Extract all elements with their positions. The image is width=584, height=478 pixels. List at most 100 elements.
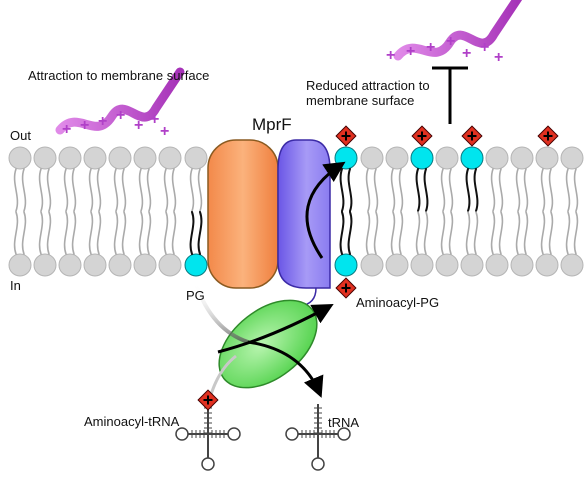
lipid-tail [96, 168, 102, 212]
lipid-head [560, 146, 584, 170]
lipid-tail [189, 168, 195, 212]
lipid-tail [138, 168, 144, 212]
lipid-tail [347, 211, 353, 255]
positive-charge: + [62, 121, 71, 138]
in-label: In [10, 278, 21, 293]
lipid-head [485, 146, 509, 170]
lipid-head [8, 146, 32, 170]
aminoacyl-trna-icon [175, 404, 241, 471]
lipid-tail [113, 211, 119, 255]
lipid-tail [423, 211, 429, 255]
lipid-head [33, 146, 57, 170]
lipid-tail [415, 211, 421, 255]
positive-charge: + [134, 117, 143, 134]
lipid-tail [415, 168, 421, 212]
lipid-tail [540, 168, 546, 212]
positive-charge: + [150, 111, 159, 128]
trna-label: tRNA [328, 415, 359, 430]
lipid-tail [398, 211, 404, 255]
lipid-head [8, 253, 32, 277]
lipid-tail [390, 211, 396, 255]
lipid-head [83, 253, 107, 277]
lipid-head [360, 253, 384, 277]
lipid-head [410, 253, 434, 277]
lipid-tail [163, 211, 169, 255]
trna-loop [311, 457, 325, 471]
lipid-head [510, 146, 534, 170]
positive-charge: + [386, 47, 395, 64]
pg-head [184, 253, 208, 277]
trna-loop [227, 427, 241, 441]
lipid-head [535, 146, 559, 170]
lipid-head [435, 253, 459, 277]
lipid-tail [565, 211, 571, 255]
lipid-head [108, 253, 132, 277]
lipid-tail [163, 168, 169, 212]
lipid-head [133, 253, 157, 277]
lipid-tail [171, 211, 177, 255]
peptide-ribbon [393, 0, 523, 61]
lipid-tail [473, 168, 479, 212]
lipid-tail [465, 211, 471, 255]
lipid-head [58, 146, 82, 170]
lipid-tail [423, 168, 429, 212]
lipid-tail [21, 211, 27, 255]
positive-charge: + [116, 107, 125, 124]
lipid-tail [63, 168, 69, 212]
lipid-tail [473, 211, 479, 255]
pg-substrate-trail [194, 283, 249, 344]
lipid-tail [565, 168, 571, 212]
lipid-tail [46, 168, 52, 212]
membrane-outer-leaflet [8, 146, 584, 170]
positive-charge: + [480, 39, 489, 56]
lipid-head [108, 146, 132, 170]
lipid-tail [197, 211, 203, 255]
lipid-tail [171, 168, 177, 212]
lipid-tail [197, 168, 203, 212]
lipid-head [385, 253, 409, 277]
lipid-tail [515, 211, 521, 255]
lipid-tail [121, 211, 127, 255]
lipid-head [535, 253, 559, 277]
lipid-tail [523, 168, 529, 212]
lipid-head [33, 253, 57, 277]
lipid-tail [365, 168, 371, 212]
lipid-tail [88, 211, 94, 255]
lipid-tail [465, 168, 471, 212]
lipid-tail [146, 168, 152, 212]
lipid-tail [390, 168, 396, 212]
lipid-tail [339, 211, 345, 255]
aminoacyl-trna-label: Aminoacyl-tRNA [84, 414, 180, 429]
lipid-tail [515, 168, 521, 212]
lipid-tail [365, 211, 371, 255]
lipid-tail [398, 168, 404, 212]
aminoacyl-pg-arrow [217, 303, 334, 354]
lipid-tail [38, 168, 44, 212]
lipid-tail [146, 211, 152, 255]
aminoacyl-pg-head [410, 146, 434, 170]
lipid-tail [573, 211, 579, 255]
flip-arrow [305, 161, 346, 259]
lipid-tail [46, 211, 52, 255]
lipid-tail [373, 168, 379, 212]
trna-release-arrow [247, 340, 324, 398]
lipid-tail [38, 211, 44, 255]
lipid-head [510, 253, 534, 277]
lipid-tail [13, 211, 19, 255]
lipid-tail [339, 168, 345, 212]
lipid-head [133, 146, 157, 170]
lipid-head [460, 253, 484, 277]
lipid-tail [347, 168, 353, 212]
lipid-tail [548, 211, 554, 255]
positive-charge: + [406, 43, 415, 60]
lipid-tail [498, 168, 504, 212]
lipid-tail [440, 168, 446, 212]
positive-charge: + [446, 33, 455, 50]
lipid-tail [540, 211, 546, 255]
trna-icon [285, 404, 351, 471]
lipid-tail [21, 168, 27, 212]
lipid-tails [13, 168, 579, 255]
lipid-tail [113, 168, 119, 212]
